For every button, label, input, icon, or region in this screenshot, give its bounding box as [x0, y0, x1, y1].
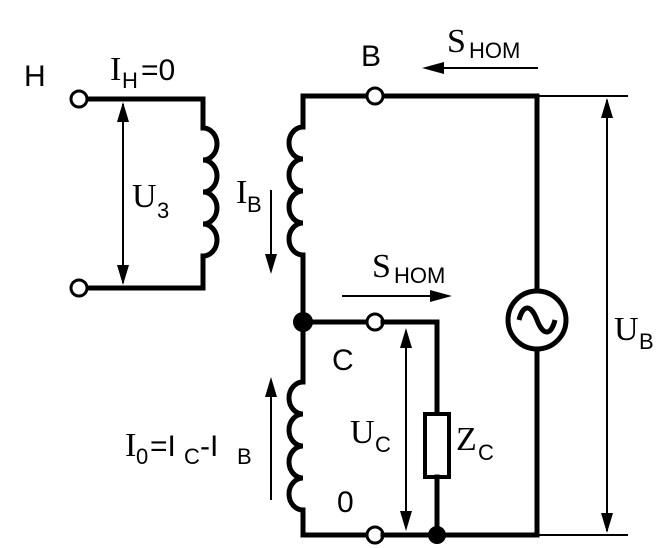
hv-terminal — [365, 86, 385, 106]
uc-arrow-top-head — [400, 328, 412, 348]
node-label-neutral: 0 — [337, 486, 354, 519]
u3-arrow-top-head — [117, 102, 129, 122]
svg-text:Z: Z — [456, 421, 477, 458]
svg-text:С: С — [375, 432, 391, 457]
svg-text:U: U — [350, 414, 375, 451]
i0-arrow-head — [265, 377, 277, 397]
svg-text:=I: =I — [150, 430, 176, 463]
uc-arrow-bottom-head — [400, 511, 412, 531]
snom-top-arrow — [422, 62, 538, 74]
svg-text:НОМ: НОМ — [469, 38, 520, 63]
label-uc: U С — [350, 414, 391, 457]
medium-voltage-branch — [265, 312, 540, 545]
ub-voltage-arrow — [537, 95, 628, 536]
u3-arrow-bottom-head — [117, 265, 129, 285]
svg-text:НОМ: НОМ — [394, 263, 445, 288]
sine-wave-icon — [516, 305, 558, 335]
low-voltage-winding — [69, 89, 220, 298]
hv-top-wire — [300, 93, 371, 130]
svg-text:В: В — [247, 192, 262, 217]
lv-top-wire — [82, 96, 206, 131]
svg-text:I: I — [125, 427, 136, 464]
label-zc: Z С — [456, 421, 494, 465]
svg-text:I: I — [110, 51, 121, 88]
svg-text:S: S — [447, 23, 466, 60]
svg-text:S: S — [372, 248, 391, 285]
svg-text:В: В — [237, 444, 252, 469]
common-bottom-wire — [300, 507, 371, 538]
svg-text:U: U — [132, 178, 157, 215]
svg-text:-I: -I — [200, 430, 218, 463]
lv-coil — [202, 125, 220, 259]
node-label-high: В — [361, 40, 381, 73]
ac-voltage-source — [505, 288, 569, 538]
lv-top-terminal — [69, 89, 89, 109]
snom-mid-arrow — [342, 290, 452, 302]
c-load-wire — [380, 319, 440, 417]
svg-text:3: 3 — [157, 198, 169, 223]
label-snom-top: S НОМ — [447, 23, 520, 63]
svg-text:I: I — [236, 174, 247, 211]
hv-series-coil — [286, 124, 304, 258]
label-snom-mid: S НОМ — [372, 248, 445, 288]
svg-text:Н: Н — [122, 68, 138, 93]
hv-bus-to-source — [379, 93, 540, 294]
lv-bottom-wire — [82, 253, 206, 291]
node-label-low: Н — [24, 60, 46, 93]
zc-load-impedance — [423, 412, 451, 479]
svg-text:В: В — [639, 329, 654, 354]
lv-bottom-terminal — [69, 278, 89, 298]
label-u3: U 3 — [132, 178, 169, 223]
svg-text:=0: =0 — [141, 54, 175, 87]
svg-text:U: U — [614, 311, 639, 348]
svg-text:С: С — [478, 440, 494, 465]
ib-arrow-head — [265, 254, 277, 274]
svg-text:0: 0 — [136, 444, 148, 469]
label-i0-equation: I 0 =I С -I В — [125, 427, 252, 469]
node-label-medium: С — [332, 344, 354, 377]
label-ih-zero: I Н =0 — [110, 51, 175, 93]
label-ub: U В — [614, 311, 654, 354]
common-coil — [286, 379, 304, 513]
svg-text:С: С — [184, 444, 200, 469]
label-ib: I В — [236, 174, 262, 217]
